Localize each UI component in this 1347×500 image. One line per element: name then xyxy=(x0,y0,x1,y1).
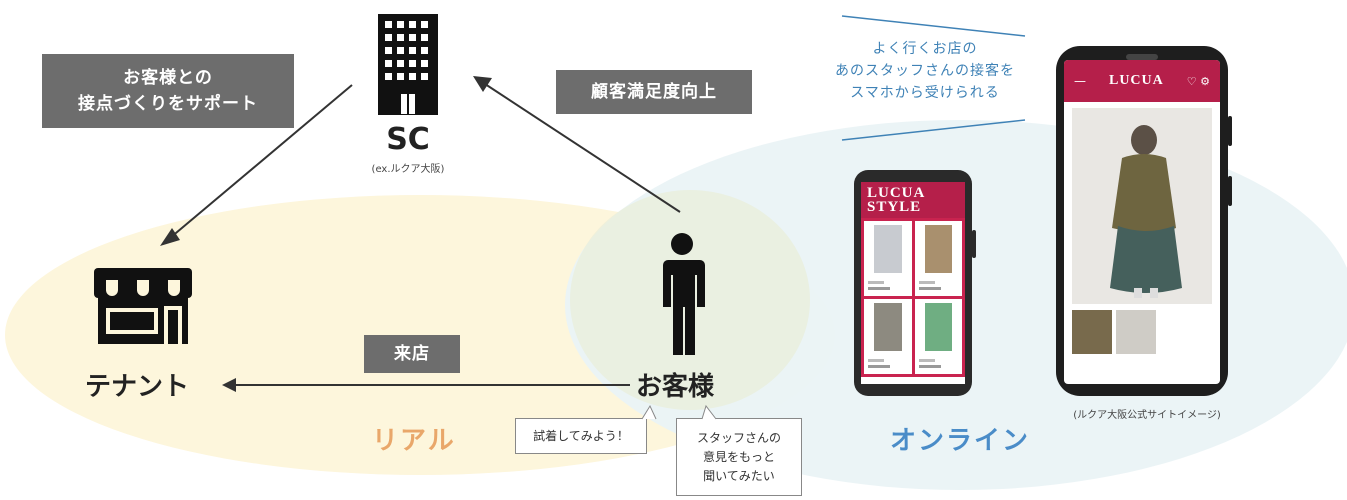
style-card[interactable] xyxy=(914,299,962,374)
phone-large: — LUCUA ♡ ⚙ xyxy=(1056,46,1232,396)
bubble-staff-line2: 意見をもっと xyxy=(702,449,775,464)
support-label-line1: お客様との xyxy=(123,68,213,88)
arrow-customer-to-sc xyxy=(481,81,681,213)
bubble-try-on: 試着してみよう！ xyxy=(515,418,647,454)
phone-small-side-button xyxy=(972,230,976,258)
bubble-try-on-tail xyxy=(641,404,657,420)
online-label: オンライン xyxy=(890,426,1031,456)
lucua-logo: LUCUA xyxy=(1108,73,1164,88)
satisfaction-label-box: 顧客満足度向上 xyxy=(556,70,752,114)
online-description: よく行くお店の あのスタッフさんの接客を スマホから受けられる xyxy=(800,38,1050,104)
lucua-style-title2: STYLE xyxy=(867,199,922,215)
model-figure xyxy=(1110,125,1182,298)
style-card[interactable] xyxy=(914,221,962,296)
style-card[interactable] xyxy=(864,221,912,296)
sc-title: SC xyxy=(386,122,430,157)
arrowhead-tenant-left xyxy=(222,378,236,392)
blue-line-bottom xyxy=(841,119,1026,141)
online-desc-line2: あのスタッフさんの接客を xyxy=(835,63,1015,79)
bubble-staff-tail xyxy=(701,404,717,420)
online-desc-line3: スマホから受けられる xyxy=(850,85,1000,101)
support-label-line2: 接点づくりをサポート xyxy=(78,94,258,114)
bubble-staff-opinion: スタッフさんの 意見をもっと 聞いてみたい xyxy=(676,418,802,496)
online-desc-line1: よく行くお店の xyxy=(872,41,978,57)
arrow-sc-to-tenant xyxy=(169,84,353,239)
style-grid xyxy=(861,218,965,377)
blue-line-top xyxy=(841,15,1026,37)
menu-icon[interactable]: — xyxy=(1074,74,1086,88)
sc-subtitle: (ex.ルクア大阪) xyxy=(371,164,445,175)
support-label-box: お客様との 接点づくりをサポート xyxy=(42,54,294,128)
phone-large-side-button xyxy=(1228,116,1232,146)
phone-large-side-button xyxy=(1228,176,1232,206)
product-thumbnail[interactable] xyxy=(1072,310,1112,354)
lucua-style-title1: LUCUA xyxy=(867,185,926,201)
bubble-try-on-text: 試着してみよう！ xyxy=(533,428,629,443)
phone-small-screen: LUCUA STYLE xyxy=(861,182,965,384)
phone-large-screen: — LUCUA ♡ ⚙ xyxy=(1064,60,1220,384)
header-action-icons[interactable]: ♡ ⚙ xyxy=(1186,74,1210,88)
phone-large-speaker xyxy=(1126,54,1158,60)
person-icon xyxy=(663,233,705,355)
product-main-image xyxy=(1072,108,1212,304)
visit-label-box: 来店 xyxy=(364,335,460,373)
bubble-staff-line3: 聞いてみたい xyxy=(703,468,775,483)
tenant-label: テナント xyxy=(85,372,190,402)
arrowhead-tenant xyxy=(160,228,180,246)
arrowhead-sc xyxy=(473,76,492,92)
site-image-caption: (ルクア大阪公式サイトイメージ) xyxy=(1073,410,1221,421)
product-thumbnail[interactable] xyxy=(1116,310,1156,354)
app-header: — LUCUA ♡ ⚙ xyxy=(1064,60,1220,102)
style-card[interactable] xyxy=(864,299,912,374)
bubble-staff-line1: スタッフさんの xyxy=(696,430,781,445)
lucua-style-header: LUCUA STYLE xyxy=(861,182,965,218)
building-icon xyxy=(378,14,438,115)
phone-small: LUCUA STYLE xyxy=(854,170,976,396)
store-icon xyxy=(94,268,192,344)
real-label: リアル xyxy=(372,426,456,456)
customer-label: お客様 xyxy=(636,372,715,402)
